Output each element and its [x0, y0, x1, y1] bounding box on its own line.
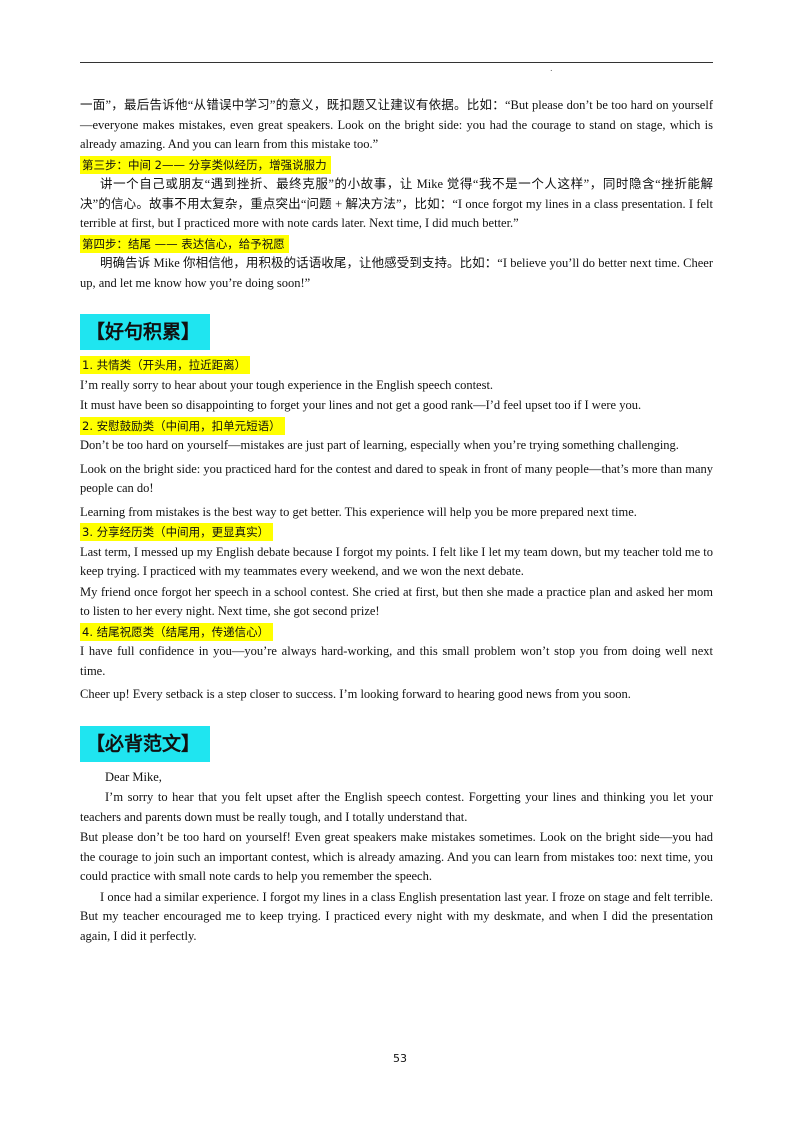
sentence: I’m really sorry to hear about your toug… — [80, 377, 494, 392]
step3-text: 讲一个自己或朋友“遇到挫折、最终克服”的小故事，让 Mike 觉得“我不是一个人… — [80, 177, 713, 230]
sentence: Last term, I messed up my English debate… — [80, 544, 713, 579]
page-number: 53 — [393, 1052, 407, 1065]
paragraph-continued: 一面”，最后告诉他“从错误中学习”的意义，既扣题又让建议有依据。比如：“But … — [80, 98, 713, 151]
essay-salutation: Dear Mike, — [105, 769, 162, 784]
header-rule — [80, 62, 713, 63]
group2-heading: 2. 安慰鼓励类（中间用，扣单元短语） — [80, 416, 285, 435]
sentence: Look on the bright side: you practiced h… — [80, 461, 713, 496]
sentence: I have full confidence in you—you’re alw… — [80, 644, 713, 678]
sentence: My friend once forgot her speech in a sc… — [80, 584, 713, 619]
sentence: It must have been so disappointing to fo… — [80, 398, 642, 412]
section-title-good-sentences: 【好句积累】 — [80, 314, 211, 350]
step4-heading: 第四步：结尾 —— 表达信心，给予祝愿 — [80, 234, 289, 253]
essay-paragraph: But please don’t be too hard on yourself… — [80, 830, 713, 883]
group1-heading: 1. 共情类（开头用，拉近距离） — [80, 356, 251, 374]
sentence: Cheer up! Every setback is a step closer… — [80, 687, 631, 701]
step3-heading: 第三步：中间 2—— 分享类似经历，增强说服力 — [80, 155, 331, 174]
step4-text: 明确告诉 Mike 你相信他，用积极的话语收尾，让他感受到支持。比如：“I be… — [80, 256, 713, 290]
group4-heading: 4. 结尾祝愿类（结尾用，传递信心） — [80, 622, 274, 641]
sentence: Don’t be too hard on yourself—mistakes a… — [80, 438, 679, 452]
header-mark: . — [550, 64, 553, 73]
page-content: 一面”，最后告诉他“从错误中学习”的意义，既扣题又让建议有依据。比如：“But … — [80, 96, 713, 947]
section-title-model-essay: 【必背范文】 — [80, 725, 211, 762]
group3-heading: 3. 分享经历类（中间用，更显真实） — [80, 523, 274, 541]
sentence: Learning from mistakes is the best way t… — [80, 504, 637, 519]
essay-paragraph: I’m sorry to hear that you felt upset af… — [80, 790, 713, 824]
essay-paragraph: I once had a similar experience. I forgo… — [80, 889, 713, 943]
